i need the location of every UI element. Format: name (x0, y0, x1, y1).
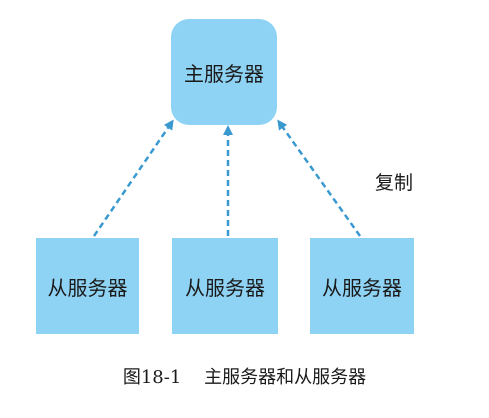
slave-server-label-3: 从服务器 (322, 275, 402, 300)
master-server-label: 主服务器 (184, 61, 264, 86)
arrow-slave1-to-master (92, 119, 174, 237)
replication-label: 复制 (375, 172, 414, 194)
slave-server-label-2: 从服务器 (185, 275, 265, 300)
slave-server-node-2: 从服务器 (172, 238, 278, 334)
master-server-node: 主服务器 (171, 19, 277, 125)
slave-server-label-1: 从服务器 (47, 275, 128, 300)
arrow-slave3-to-master (277, 119, 362, 237)
slave-server-node-1: 从服务器 (36, 238, 139, 334)
slave-server-node-3: 从服务器 (310, 238, 414, 334)
figure-caption: 图18-1 主服务器和从服务器 (122, 367, 367, 388)
